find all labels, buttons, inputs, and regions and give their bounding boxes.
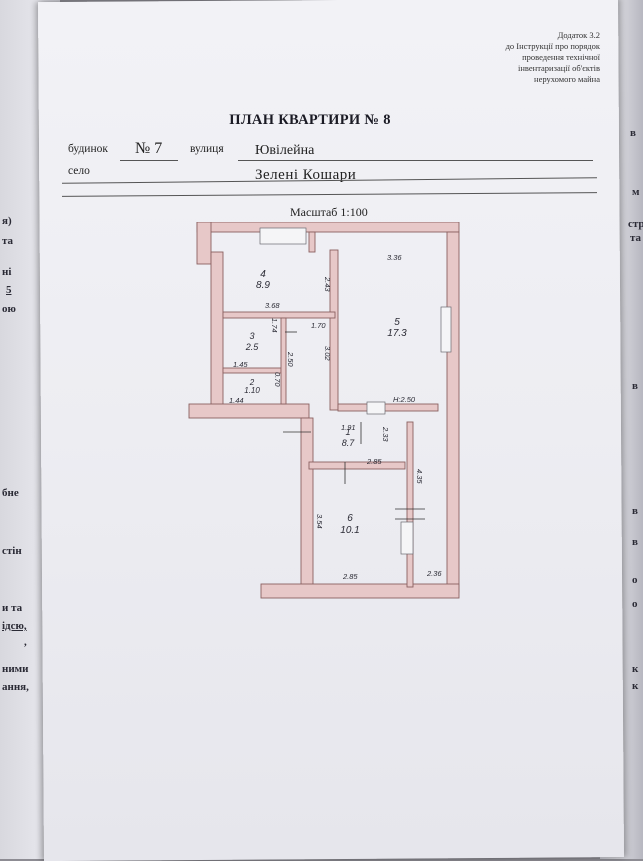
- street-underline: [238, 160, 593, 161]
- room-area: 10.1: [340, 525, 359, 536]
- left-fragment: ,: [24, 636, 27, 648]
- right-fragment: к: [632, 663, 639, 675]
- left-fragment: стін: [2, 545, 22, 557]
- street-name: Ювілейна: [255, 143, 315, 158]
- wall: [300, 417, 314, 589]
- dimension-label: 2.33: [381, 426, 390, 442]
- wall: [222, 311, 336, 319]
- addendum-line: інвентаризації об'єктів: [518, 63, 600, 73]
- addendum-line: до Інструкції про порядок: [505, 41, 600, 51]
- left-fragment: ними: [2, 663, 29, 675]
- door-opening: [366, 401, 386, 415]
- dimension-label: 2.85: [366, 457, 382, 466]
- dimension-label: 3.54: [315, 514, 324, 529]
- wall: [446, 231, 460, 593]
- left-fragment: 5: [6, 284, 12, 296]
- left-fragment: ідсю,: [2, 620, 27, 632]
- right-fragment: к: [632, 680, 639, 692]
- dimension-label: 1.45: [233, 360, 248, 369]
- wall: [222, 367, 282, 374]
- left-fragment: ання,: [2, 681, 29, 693]
- wall: [280, 317, 287, 405]
- room-area: 8.7: [342, 438, 356, 448]
- right-fragment: м: [632, 186, 640, 198]
- dimension-label: 2.43: [323, 276, 332, 292]
- window: [400, 521, 414, 555]
- right-fragment: стр: [628, 218, 643, 230]
- wall: [308, 231, 316, 253]
- dimension-label: H:2.50: [393, 395, 416, 404]
- wall: [196, 222, 460, 233]
- dimension-label: 0.70: [273, 372, 282, 387]
- room-number: 4: [260, 269, 266, 280]
- addendum-line: Додаток 3.2: [557, 30, 600, 40]
- window: [440, 306, 452, 353]
- right-fragment: о: [632, 598, 638, 610]
- dimension-label: 3.68: [265, 301, 280, 310]
- dimension-label: 1.91: [341, 423, 356, 432]
- left-fragment: ні: [2, 266, 12, 278]
- wall: [337, 403, 439, 412]
- addendum-line: нерухомого майна: [534, 74, 600, 84]
- right-fragment: в: [632, 380, 638, 392]
- wall: [188, 403, 310, 419]
- room-area: 17.3: [387, 328, 407, 339]
- room-number: 3: [249, 331, 254, 341]
- addendum-line: проведення технічної: [522, 52, 600, 62]
- scale-label: Масштаб 1:100: [290, 205, 368, 219]
- dimension-label: 3.36: [387, 253, 402, 262]
- room-number: 1: [345, 427, 350, 437]
- left-fragment: бне: [2, 487, 19, 499]
- left-fragment: ою: [2, 303, 16, 315]
- wall: [260, 583, 460, 599]
- building-label: будинок: [68, 143, 108, 155]
- dimension-label: 1.44: [229, 396, 244, 405]
- room-number: 5: [394, 317, 400, 328]
- village-label: село: [68, 165, 90, 177]
- dimension-label: 4.35: [415, 469, 424, 484]
- addendum-note: Додаток 3.2 до Інструкції про порядок пр…: [430, 30, 600, 85]
- left-fragment: я): [2, 215, 12, 227]
- right-fragment: та: [630, 232, 642, 244]
- dimension-label: 1.70: [311, 321, 326, 330]
- window: [259, 227, 307, 245]
- wall: [308, 461, 406, 470]
- wall: [196, 222, 212, 265]
- left-fragment: та: [2, 235, 14, 247]
- room-area: 2.5: [245, 342, 260, 352]
- room-area: 8.9: [256, 280, 270, 291]
- room-area: 1.10: [244, 386, 260, 395]
- wall: [210, 251, 224, 413]
- floor-plan: 4 8.9 5 17.3 3 2.5 2 1.10 1 8.7 6 10.1 2…: [188, 222, 460, 599]
- right-fragment: о: [632, 574, 638, 586]
- dimension-label: 1.74: [270, 318, 279, 333]
- page-title: ПЛАН КВАРТИРИ № 8: [229, 112, 391, 128]
- right-fragment: в: [630, 127, 636, 139]
- dimension-label: 3.02: [323, 346, 332, 361]
- room-number: 6: [347, 513, 353, 524]
- building-number: № 7: [135, 140, 163, 157]
- dimension-label: 2.36: [426, 569, 442, 578]
- room-number: 2: [249, 378, 255, 387]
- wall: [406, 421, 414, 588]
- right-fragment: в: [632, 505, 638, 517]
- dimension-label: 2.50: [286, 351, 295, 367]
- building-underline: [120, 160, 178, 161]
- wall: [329, 249, 339, 411]
- left-fragment: и та: [2, 602, 23, 614]
- right-fragment: в: [632, 536, 638, 548]
- dimension-label: 2.85: [342, 572, 358, 581]
- street-label: вулиця: [190, 143, 224, 155]
